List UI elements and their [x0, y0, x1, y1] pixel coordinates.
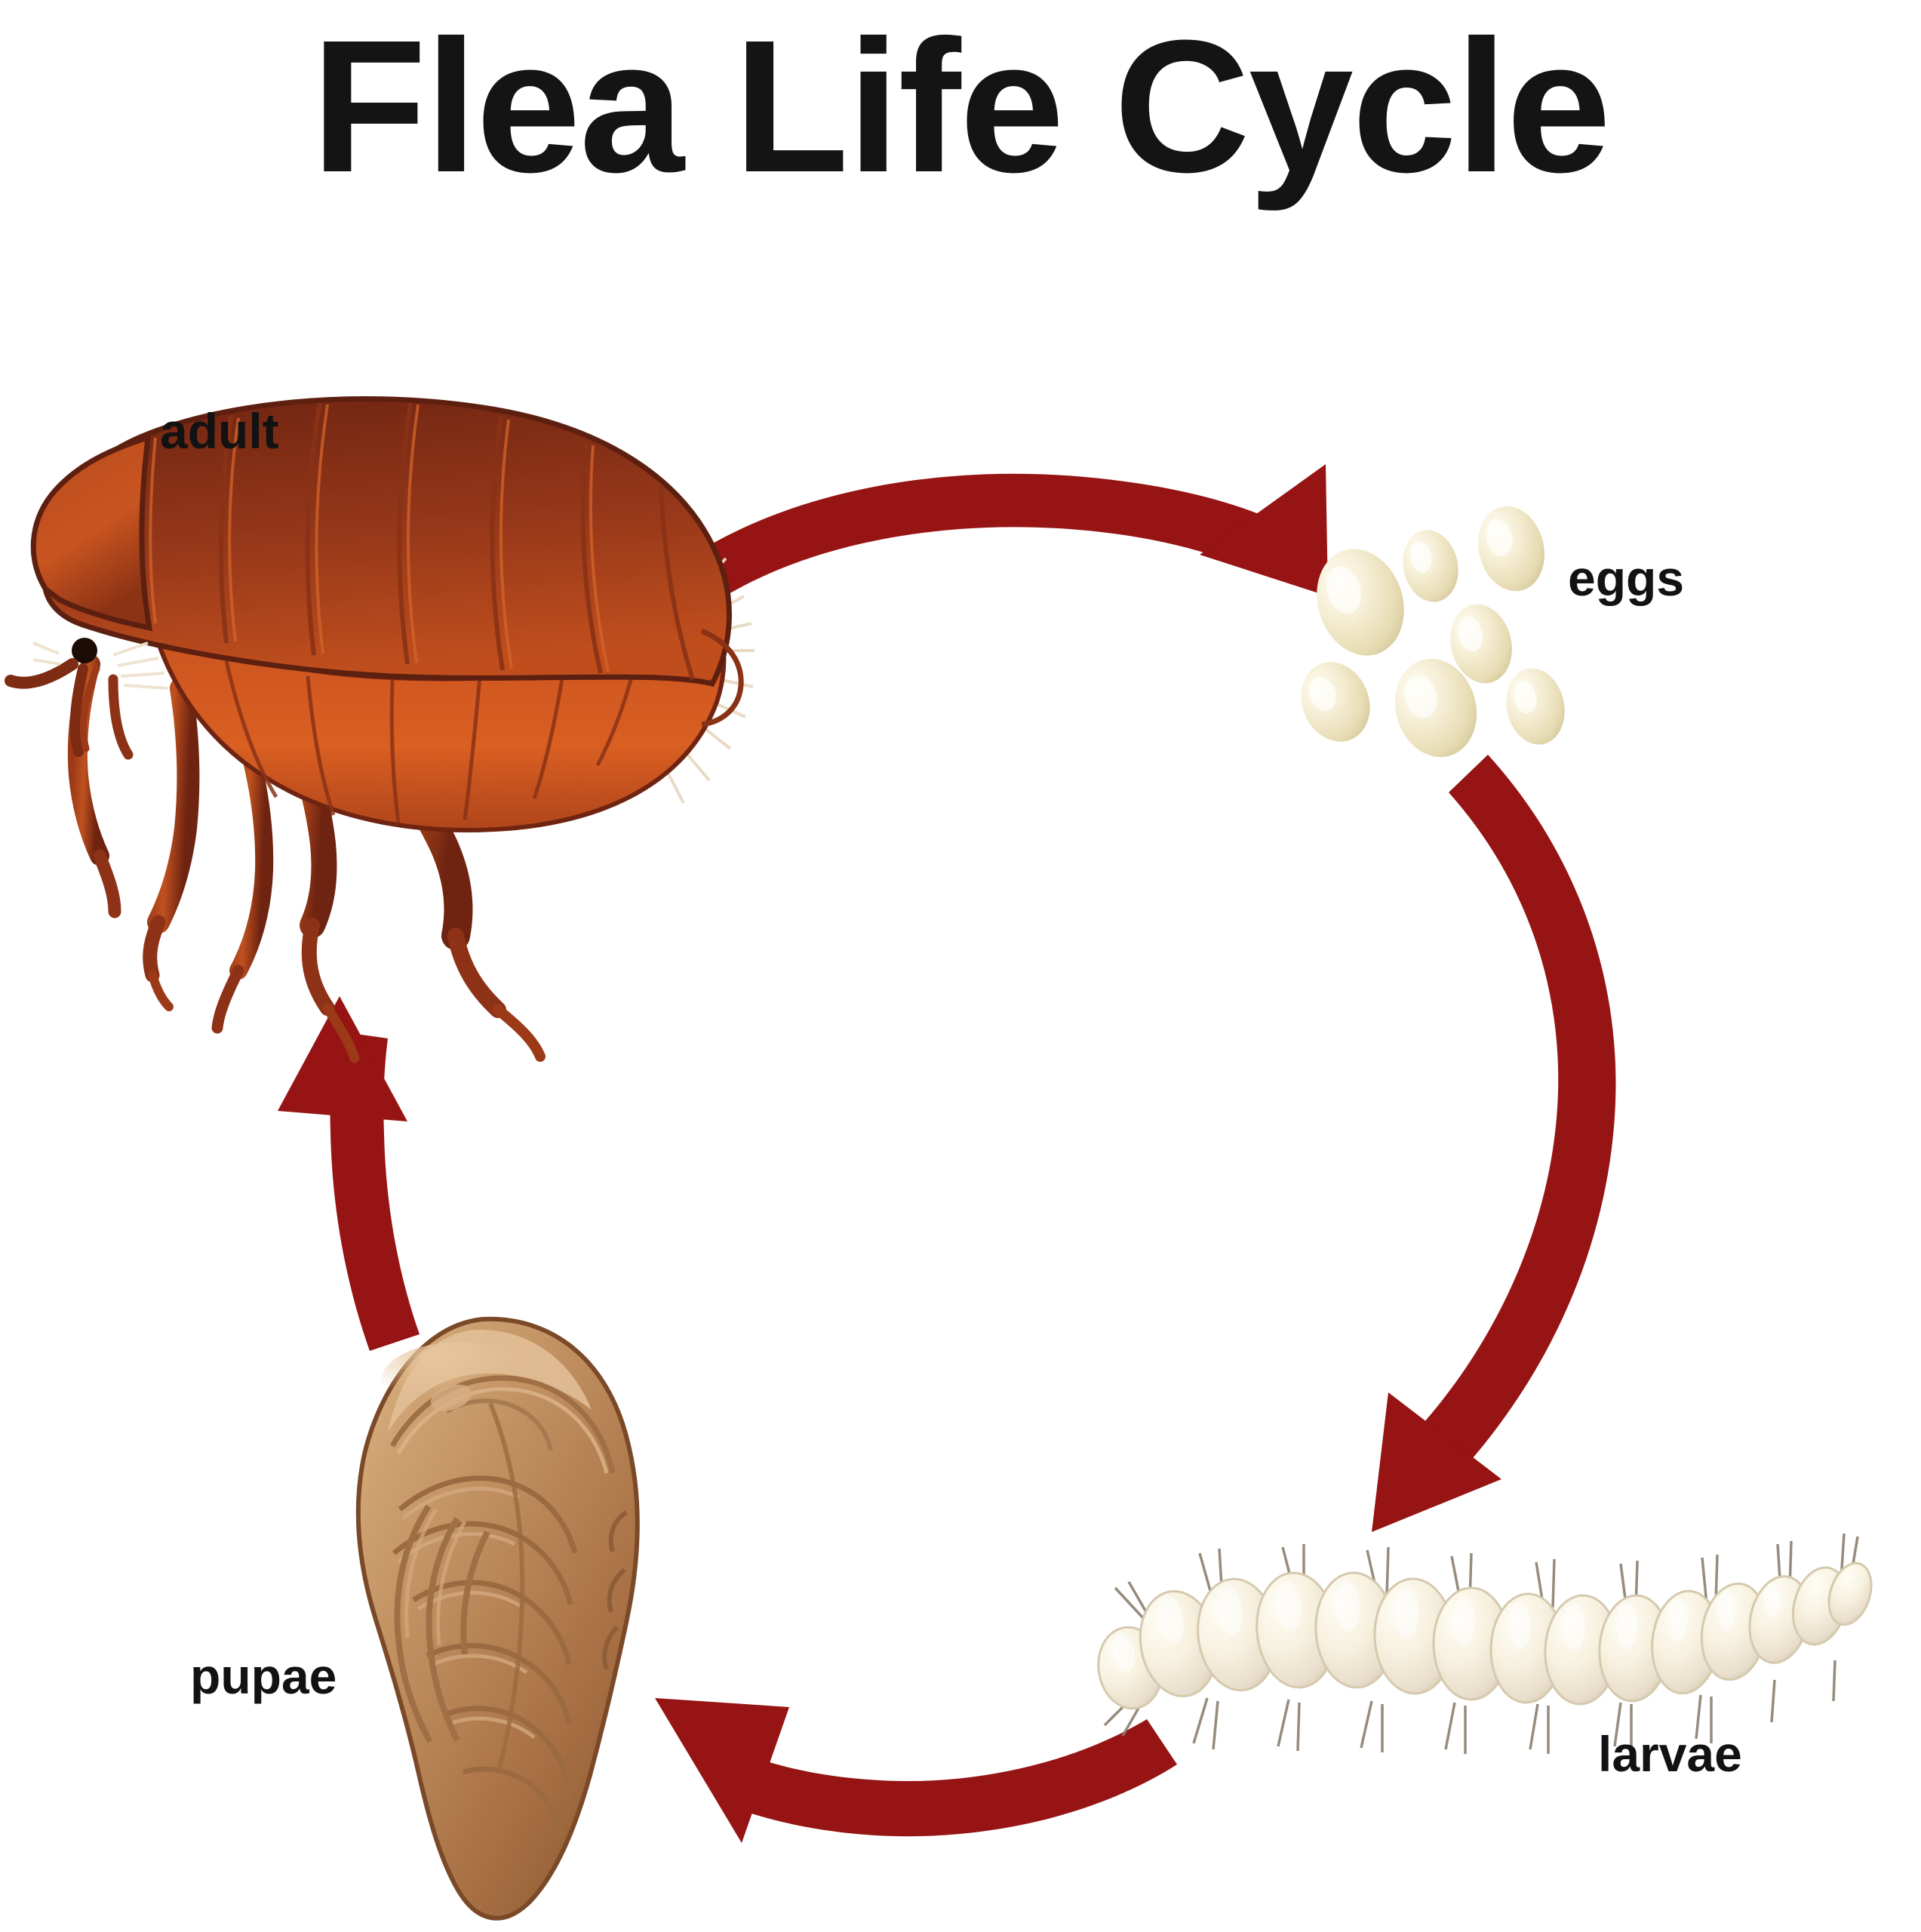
stage-label-larvae: larvae	[1598, 1726, 1742, 1782]
pupa-body	[355, 1316, 640, 1921]
egg	[1506, 668, 1565, 745]
arrow-eggs-to-larvae	[1372, 755, 1616, 1532]
flea-abdomen-lower	[147, 614, 727, 833]
flea-pupa-illustration	[355, 1316, 640, 1921]
egg	[1301, 662, 1370, 742]
flea-head	[30, 434, 153, 632]
egg	[1403, 530, 1458, 602]
page-title: Flea Life Cycle	[311, 1, 1612, 211]
flea-bristles	[57, 420, 755, 804]
arrow-adult-to-eggs	[636, 464, 1328, 638]
flea-eye	[72, 638, 97, 663]
arrow-pupae-to-adult	[278, 996, 420, 1351]
flea-legs	[67, 654, 546, 1063]
pupa-leg-outlines	[394, 1504, 490, 1743]
flea-mouthparts	[5, 658, 134, 760]
egg	[1450, 604, 1512, 684]
stage-label-eggs: eggs	[1568, 550, 1685, 606]
egg	[1317, 549, 1404, 656]
stage-label-adult: adult	[160, 403, 279, 459]
arrow-larvae-to-pupae	[655, 1698, 1177, 1843]
flea-eggs-illustration	[1301, 506, 1565, 758]
egg	[1478, 506, 1544, 592]
pupa-folds	[392, 1475, 578, 1836]
larva-segments	[1097, 1561, 1873, 1710]
flea-rear-tip	[700, 628, 744, 728]
flea-larva-illustration	[1097, 1533, 1873, 1754]
larva-bristles	[1103, 1533, 1859, 1754]
stage-label-pupae: pupae	[190, 1648, 337, 1704]
cycle-arrows	[278, 464, 1616, 1843]
adult-flea-illustration	[5, 396, 755, 1063]
flea-thorax-abdomen-upper	[41, 396, 732, 688]
egg	[1394, 658, 1477, 758]
